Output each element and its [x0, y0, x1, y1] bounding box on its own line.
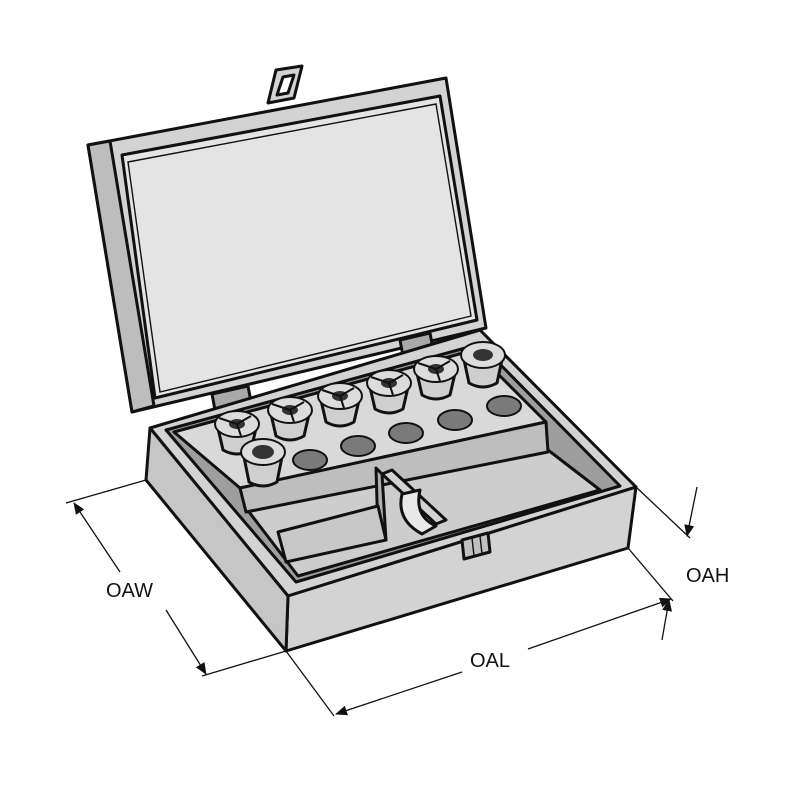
oaw-dimension-line [73, 502, 121, 573]
collet [413, 355, 459, 401]
collets [214, 341, 506, 488]
oah-label: OAH [686, 565, 729, 587]
oaw-label: OAW [106, 580, 153, 602]
dimension-lines [65, 479, 698, 717]
collet [460, 341, 506, 389]
collet-hole [340, 435, 376, 457]
collet [366, 369, 412, 415]
collet-hole [292, 449, 328, 471]
collet [214, 410, 260, 456]
collet [267, 396, 313, 442]
oal-dimension-line [335, 671, 463, 716]
collet-hole [388, 422, 424, 444]
collet-hole [437, 409, 473, 431]
collet [240, 438, 286, 488]
collet [317, 382, 363, 428]
front-clasp [460, 531, 492, 561]
collet-hole [486, 395, 522, 417]
oah-dimension-line [684, 486, 698, 537]
compartment-scoop [399, 488, 438, 536]
case-lid [86, 64, 488, 414]
oal-label: OAL [470, 650, 510, 672]
lid-inner-panel [120, 94, 479, 400]
collet-holes [292, 395, 522, 471]
lid-latch-tab [266, 64, 304, 105]
